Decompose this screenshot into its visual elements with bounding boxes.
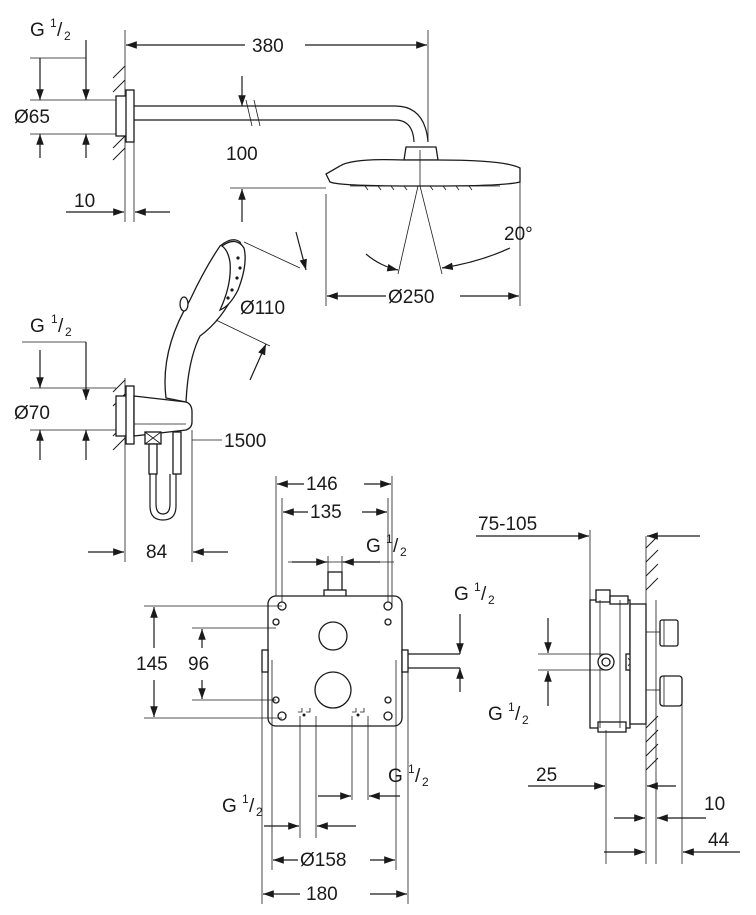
svg-text:/: / bbox=[249, 796, 255, 817]
svg-text:/: / bbox=[515, 704, 521, 725]
box-g-bl-label: G bbox=[222, 796, 237, 817]
svg-text:/: / bbox=[57, 20, 63, 41]
box-g-right-label: G bbox=[454, 584, 469, 605]
thermostat-front-view: 146 135 G 1 / 2 G 1 / 2 145 96 bbox=[136, 474, 495, 905]
box-g-br-label: G bbox=[388, 766, 403, 787]
shower-arm bbox=[134, 105, 429, 143]
box-g-br-den: 2 bbox=[422, 775, 429, 789]
box-g-top-label: G bbox=[366, 536, 381, 557]
hand-shower-holder bbox=[133, 395, 193, 437]
top-g-label: G bbox=[30, 20, 45, 41]
overhead-shower-view: G 1 / 2 Ø65 380 100 10 20° bbox=[14, 16, 533, 308]
spray-selector bbox=[179, 296, 189, 312]
w180-label: 180 bbox=[306, 884, 338, 905]
d110-label: Ø110 bbox=[240, 298, 285, 319]
depth-range-label: 75-105 bbox=[478, 514, 537, 535]
mid-g-label: G bbox=[30, 316, 45, 337]
arm-length-label: 380 bbox=[252, 36, 284, 57]
top-g-frac-num: 1 bbox=[50, 16, 57, 30]
d158-label: Ø158 bbox=[300, 850, 346, 871]
wall-offset-top-label: 10 bbox=[74, 191, 95, 212]
d70-label: Ø70 bbox=[14, 403, 50, 424]
d25-label: 25 bbox=[536, 765, 557, 786]
d10-label: 10 bbox=[704, 794, 725, 815]
d65-label: Ø65 bbox=[14, 107, 50, 128]
flange-plate-top bbox=[125, 89, 135, 143]
hose bbox=[149, 474, 177, 521]
h145-label: 145 bbox=[136, 654, 168, 675]
bracket-depth-label: 84 bbox=[146, 542, 168, 563]
mid-g-frac-den: 2 bbox=[65, 325, 72, 339]
drop-label: 100 bbox=[226, 144, 258, 165]
angle-label: 20° bbox=[504, 224, 533, 245]
mid-g-frac-num: 1 bbox=[51, 312, 58, 326]
box-g-right-den: 2 bbox=[488, 593, 495, 607]
svg-text:/: / bbox=[393, 536, 399, 557]
hand-shower-nozzles bbox=[226, 256, 242, 300]
thermostat-side-view: 75-105 G 1 / 2 25 10 44 bbox=[476, 514, 740, 864]
box-g-bl-den: 2 bbox=[256, 805, 263, 819]
side-g-label: G bbox=[488, 704, 503, 725]
d250-label: Ø250 bbox=[388, 287, 434, 308]
h96-label: 96 bbox=[188, 654, 209, 675]
side-flow-knob bbox=[659, 619, 679, 647]
side-g-num: 1 bbox=[508, 700, 515, 714]
flow-valve-knob bbox=[318, 621, 348, 651]
side-cover-plate bbox=[629, 603, 647, 725]
shower-head bbox=[325, 158, 521, 187]
side-thermostat-knob bbox=[659, 675, 683, 707]
box-g-right-num: 1 bbox=[474, 580, 481, 594]
box-g-bl-num: 1 bbox=[242, 792, 249, 806]
w146-label: 146 bbox=[306, 474, 338, 495]
side-g-den: 2 bbox=[522, 713, 529, 727]
thermostat-knob bbox=[314, 671, 352, 709]
svg-text:/: / bbox=[58, 316, 64, 337]
box-outlet-markers bbox=[298, 708, 365, 717]
hand-shower-view: Ø110 G 1 / 2 Ø70 1500 84 bbox=[14, 231, 307, 563]
svg-text:/: / bbox=[415, 766, 421, 787]
hose-length-label: 1500 bbox=[224, 431, 266, 452]
outlet-plate-mid bbox=[125, 385, 135, 445]
svg-text:/: / bbox=[481, 584, 487, 605]
shower-head-connector bbox=[403, 146, 439, 161]
box-g-br-num: 1 bbox=[408, 762, 415, 776]
d44-label: 44 bbox=[708, 830, 730, 851]
box-g-top-num: 1 bbox=[386, 532, 393, 546]
top-g-frac-den: 2 bbox=[64, 29, 71, 43]
box-g-top-den: 2 bbox=[400, 545, 407, 559]
shower-head-nozzles bbox=[350, 185, 500, 191]
w135-label: 135 bbox=[310, 502, 342, 523]
